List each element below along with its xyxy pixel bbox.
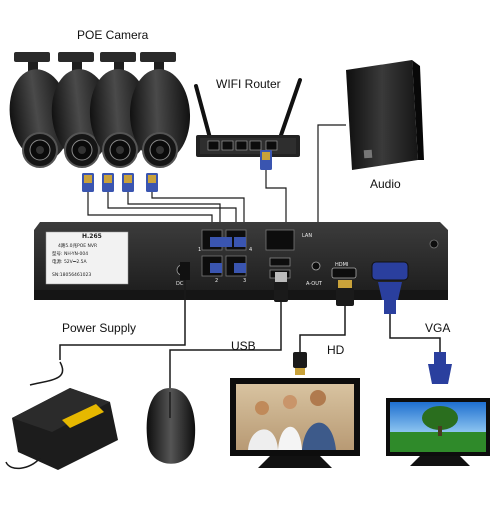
- poe-camera-4: [129, 52, 191, 168]
- nvr-codec-label: H.265: [82, 233, 102, 240]
- nvr-ground-screw: [429, 239, 439, 249]
- label-wifi-router: WIFI Router: [216, 77, 281, 91]
- hdmi-plug-monitor: [293, 352, 307, 375]
- power-cable: [59, 278, 186, 360]
- nvr-lan-port: [265, 229, 295, 251]
- router-antenna-right: [278, 78, 302, 140]
- router-rj45-connector: [260, 150, 272, 170]
- nvr-lan-label: LAN: [302, 233, 313, 239]
- power-supply-adapter: [5, 361, 118, 470]
- nvr-audio-out-label: A-OUT: [306, 281, 322, 287]
- nvr-dc-label: DC: [176, 281, 184, 287]
- port-number-2: 2: [215, 278, 219, 284]
- nvr-sticker-power: 电源: 52V⎓2.5A: [52, 260, 87, 265]
- power-supply-label: [62, 404, 104, 428]
- port-number-1: 1: [198, 247, 202, 253]
- audio-cable: [317, 124, 346, 228]
- usb-mouse: [146, 388, 196, 464]
- nvr-poe-ports: [201, 229, 247, 277]
- label-poe-camera: POE Camera: [77, 28, 149, 42]
- vga-monitor: [386, 398, 490, 466]
- camera-rj45-connectors: [82, 173, 158, 192]
- audio-speaker: [346, 60, 424, 170]
- nvr-hdmi-label: HDMI: [335, 262, 349, 268]
- label-vga: VGA: [425, 321, 451, 335]
- nvr-sticker-model: 型号: NH-YN-004: [52, 252, 89, 257]
- rj45-connector-cam1: [82, 173, 94, 192]
- rj45-connector-cam2: [102, 173, 114, 192]
- vga-plug-nvr: [378, 282, 402, 314]
- nvr-usb-port-1: [269, 257, 291, 267]
- vga-plug-monitor: [428, 352, 452, 384]
- nvr-sticker-title: 4路5.0兆POE NVR: [58, 244, 98, 249]
- label-audio: Audio: [370, 177, 401, 191]
- label-hd: HD: [327, 343, 345, 357]
- router-antenna-left: [194, 84, 212, 140]
- nvr-spec-sticker: [45, 231, 129, 285]
- port-number-4: 4: [249, 247, 253, 253]
- poe-camera-group: [9, 52, 191, 168]
- port-number-3: 3: [243, 278, 247, 284]
- rj45-connector-cam4: [146, 173, 158, 192]
- router-to-nvr-cable: [265, 170, 287, 222]
- hdmi-plug-nvr: [336, 280, 354, 306]
- nvr-audio-out-jack: [311, 261, 321, 271]
- hd-monitor: [230, 378, 360, 468]
- dc-barrel-plug: [180, 262, 190, 280]
- vga-cable: [389, 314, 441, 352]
- label-power-supply: Power Supply: [62, 321, 137, 335]
- rj45-connector-cam3: [122, 173, 134, 192]
- nvr-vga-port: [371, 261, 409, 281]
- usb-plug: [274, 272, 288, 302]
- usb-cable: [169, 302, 282, 388]
- nvr-hdmi-port: [331, 267, 357, 279]
- label-usb: USB: [231, 339, 256, 353]
- nvr-sticker-serial: SN:18056461023: [52, 273, 92, 278]
- hdmi-cable: [299, 306, 346, 352]
- wifi-router: [194, 78, 302, 157]
